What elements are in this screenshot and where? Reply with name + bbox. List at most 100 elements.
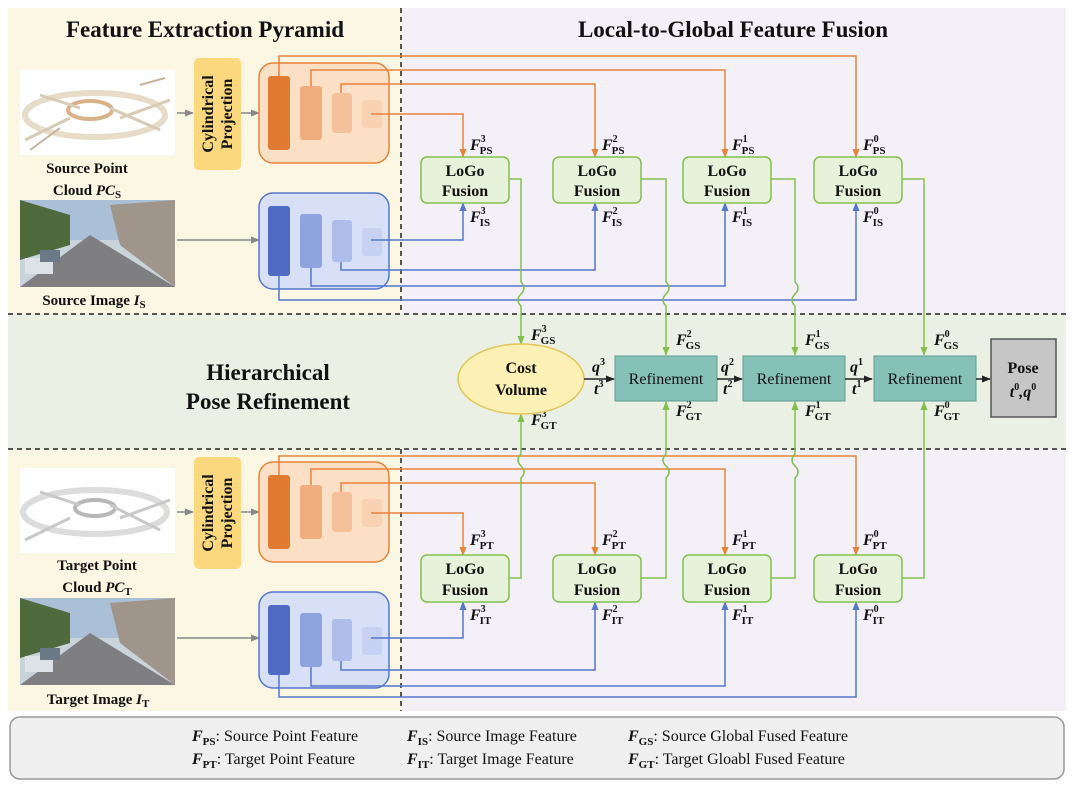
- target-pc-label-2: Cloud PCT: [62, 580, 132, 598]
- svg-text:Fusion: Fusion: [442, 582, 488, 599]
- source-point-pyramid: [258, 62, 390, 164]
- legend-box: [9, 716, 1065, 780]
- svg-text:Pose: Pose: [1007, 360, 1038, 377]
- svg-text:Cylindrical: Cylindrical: [200, 474, 217, 552]
- svg-text:Cost: Cost: [505, 360, 537, 377]
- legend-it: FIT: Target Image Feature: [406, 751, 574, 771]
- target-image-thumbnail: [20, 598, 175, 685]
- logo-fusion-target-1: LoGo Fusion: [682, 554, 772, 603]
- svg-text:Cylindrical: Cylindrical: [200, 75, 217, 153]
- legend-is: FIS: Source Image Feature: [406, 728, 577, 748]
- source-point-feature-links: [278, 55, 860, 158]
- label-t3: t3: [594, 379, 603, 398]
- svg-text:LoGo: LoGo: [445, 163, 484, 180]
- target-point-feature-links: [278, 455, 860, 556]
- svg-text:Refinement: Refinement: [757, 371, 832, 388]
- logo-fusion-source-1: LoGo Fusion: [682, 156, 772, 204]
- source-point-cloud-thumbnail: [20, 70, 175, 155]
- svg-text:Fusion: Fusion: [442, 183, 488, 200]
- svg-text:Volume: Volume: [495, 382, 547, 399]
- label-q2: q2: [721, 357, 734, 376]
- title-pose-refinement-2: Pose Refinement: [186, 389, 350, 414]
- logo-fusion-source-3: LoGo Fusion: [420, 156, 510, 204]
- refinement-block-0: Refinement: [873, 355, 977, 402]
- label-q1: q1: [850, 357, 863, 376]
- logo-fusion-target-2: LoGo Fusion: [552, 554, 642, 603]
- svg-text:LoGo: LoGo: [577, 561, 616, 578]
- svg-text:LoGo: LoGo: [838, 163, 877, 180]
- target-point-pyramid: [258, 461, 390, 563]
- source-pc-label-1: Source Point: [46, 161, 128, 177]
- svg-text:Fusion: Fusion: [704, 183, 750, 200]
- source-cylindrical-projection: Cylindrical Projection: [194, 58, 241, 170]
- target-pc-label-1: Target Point: [57, 558, 137, 574]
- svg-text:Refinement: Refinement: [629, 371, 704, 388]
- svg-text:Projection: Projection: [219, 478, 236, 549]
- legend-gs: FGS: Source Global Fused Feature: [627, 728, 848, 748]
- svg-text:LoGo: LoGo: [445, 561, 484, 578]
- title-fusion: Local-to-Global Feature Fusion: [578, 17, 888, 42]
- source-image-label: Source Image IS: [42, 293, 145, 311]
- source-image-pyramid: [258, 192, 390, 290]
- logo-fusion-target-3: LoGo Fusion: [420, 554, 510, 603]
- label-q3: q3: [592, 357, 605, 376]
- svg-text:Fusion: Fusion: [835, 183, 881, 200]
- logo-fusion-source-0: LoGo Fusion: [813, 156, 903, 204]
- svg-text:t0,q0: t0,q0: [1010, 382, 1036, 401]
- svg-text:Fusion: Fusion: [574, 582, 620, 599]
- svg-text:Fusion: Fusion: [835, 582, 881, 599]
- svg-text:LoGo: LoGo: [707, 163, 746, 180]
- target-image-pyramid: [258, 591, 390, 689]
- target-image-label: Target Image IT: [47, 692, 150, 710]
- source-image-feature-links: [278, 202, 860, 301]
- svg-text:Fusion: Fusion: [574, 183, 620, 200]
- cost-volume: Cost Volume: [457, 343, 585, 415]
- title-feature-extraction: Feature Extraction Pyramid: [66, 17, 344, 42]
- logo-fusion-target-0: LoGo Fusion: [813, 554, 903, 603]
- svg-text:Refinement: Refinement: [888, 371, 963, 388]
- source-pc-label-2: Cloud PCS: [53, 183, 121, 201]
- logo-fusion-source-2: LoGo Fusion: [552, 156, 642, 204]
- legend-gt: FGT: Target Gloabl Fused Feature: [627, 751, 845, 771]
- title-pose-refinement-1: Hierarchical: [206, 360, 329, 385]
- legend-ps: FPS: Source Point Feature: [191, 728, 358, 748]
- source-image-thumbnail: [20, 200, 175, 287]
- svg-text:Fusion: Fusion: [704, 582, 750, 599]
- svg-text:LoGo: LoGo: [838, 561, 877, 578]
- refinement-block-1: Refinement: [742, 355, 846, 402]
- global-feature-links: [509, 178, 928, 579]
- target-point-cloud-thumbnail: [20, 468, 175, 553]
- svg-text:Projection: Projection: [219, 79, 236, 150]
- svg-text:LoGo: LoGo: [577, 163, 616, 180]
- svg-text:LoGo: LoGo: [707, 561, 746, 578]
- pose-output: Pose t0,q0: [990, 338, 1057, 418]
- target-cylindrical-projection: Cylindrical Projection: [194, 457, 241, 569]
- target-image-feature-links: [278, 601, 860, 698]
- refinement-block-2: Refinement: [614, 355, 718, 402]
